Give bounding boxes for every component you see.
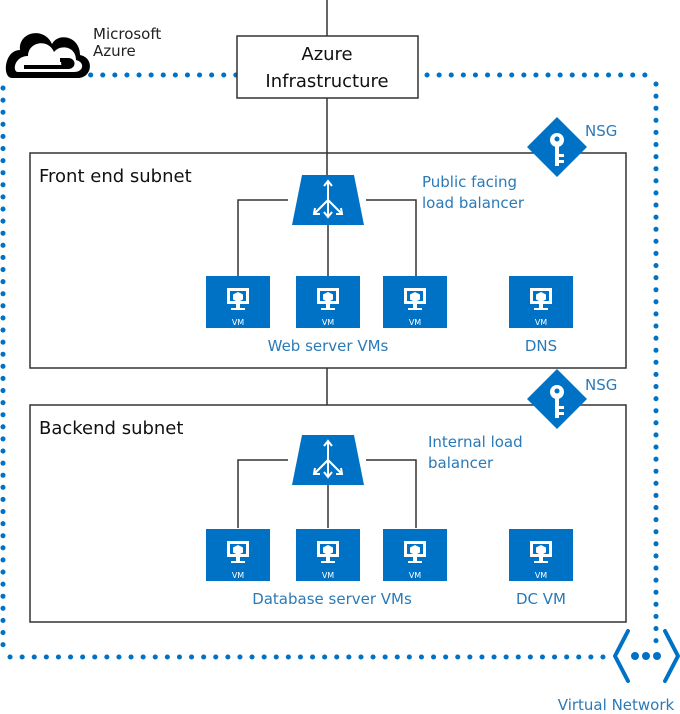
public-lb-label-line2: load balancer — [422, 194, 525, 212]
db-vm-3-icon: VM — [383, 529, 447, 581]
dc-vm-label: DC VM — [516, 590, 566, 608]
vm-badge: VM — [409, 318, 421, 327]
backend-nsg-label: NSG — [585, 376, 617, 394]
front-end-subnet-box — [29, 152, 627, 369]
vm-badge: VM — [322, 571, 334, 580]
virtual-network-icon — [613, 629, 680, 683]
internal-load-balancer-icon — [291, 434, 365, 486]
vm-badge: VM — [535, 318, 547, 327]
internal-lb-label-line2: balancer — [428, 454, 494, 472]
azure-infrastructure-box — [236, 35, 419, 99]
infrastructure-label-line1: Azure — [301, 44, 352, 65]
dc-vm-icon: VM — [509, 529, 573, 581]
backend-subnet-box — [29, 404, 627, 623]
dns-vm-icon: VM — [509, 276, 573, 328]
web-vm-2-icon: VM — [296, 276, 360, 328]
vm-badge: VM — [232, 318, 244, 327]
database-server-vms-label: Database server VMs — [252, 590, 412, 608]
connector-lines — [237, 0, 417, 528]
backend-nsg-icon — [527, 369, 587, 429]
vm-badge: VM — [535, 571, 547, 580]
brand-name-line1: Microsoft — [93, 25, 161, 43]
db-vm-2-icon: VM — [296, 529, 360, 581]
public-lb-label-line1: Public facing — [422, 173, 517, 191]
db-vm-1-icon: VM — [206, 529, 270, 581]
azure-cloud-icon — [5, 33, 90, 78]
vm-badge: VM — [232, 571, 244, 580]
internal-lb-label-line1: Internal load — [428, 433, 523, 451]
front-end-nsg-label: NSG — [585, 122, 617, 140]
backend-subnet-title: Backend subnet — [39, 418, 183, 439]
web-vm-1-icon: VM — [206, 276, 270, 328]
public-load-balancer-icon — [291, 174, 365, 226]
front-end-subnet-title: Front end subnet — [39, 166, 192, 187]
brand-name-line2: Azure — [93, 42, 136, 60]
web-server-vms-label: Web server VMs — [268, 337, 389, 355]
web-vm-3-icon: VM — [383, 276, 447, 328]
infrastructure-label-line2: Infrastructure — [265, 71, 388, 92]
front-end-nsg-icon — [527, 117, 587, 177]
dns-label: DNS — [525, 337, 557, 355]
virtual-network-label: Virtual Network — [558, 696, 675, 714]
vm-badge: VM — [322, 318, 334, 327]
vm-badge: VM — [409, 571, 421, 580]
